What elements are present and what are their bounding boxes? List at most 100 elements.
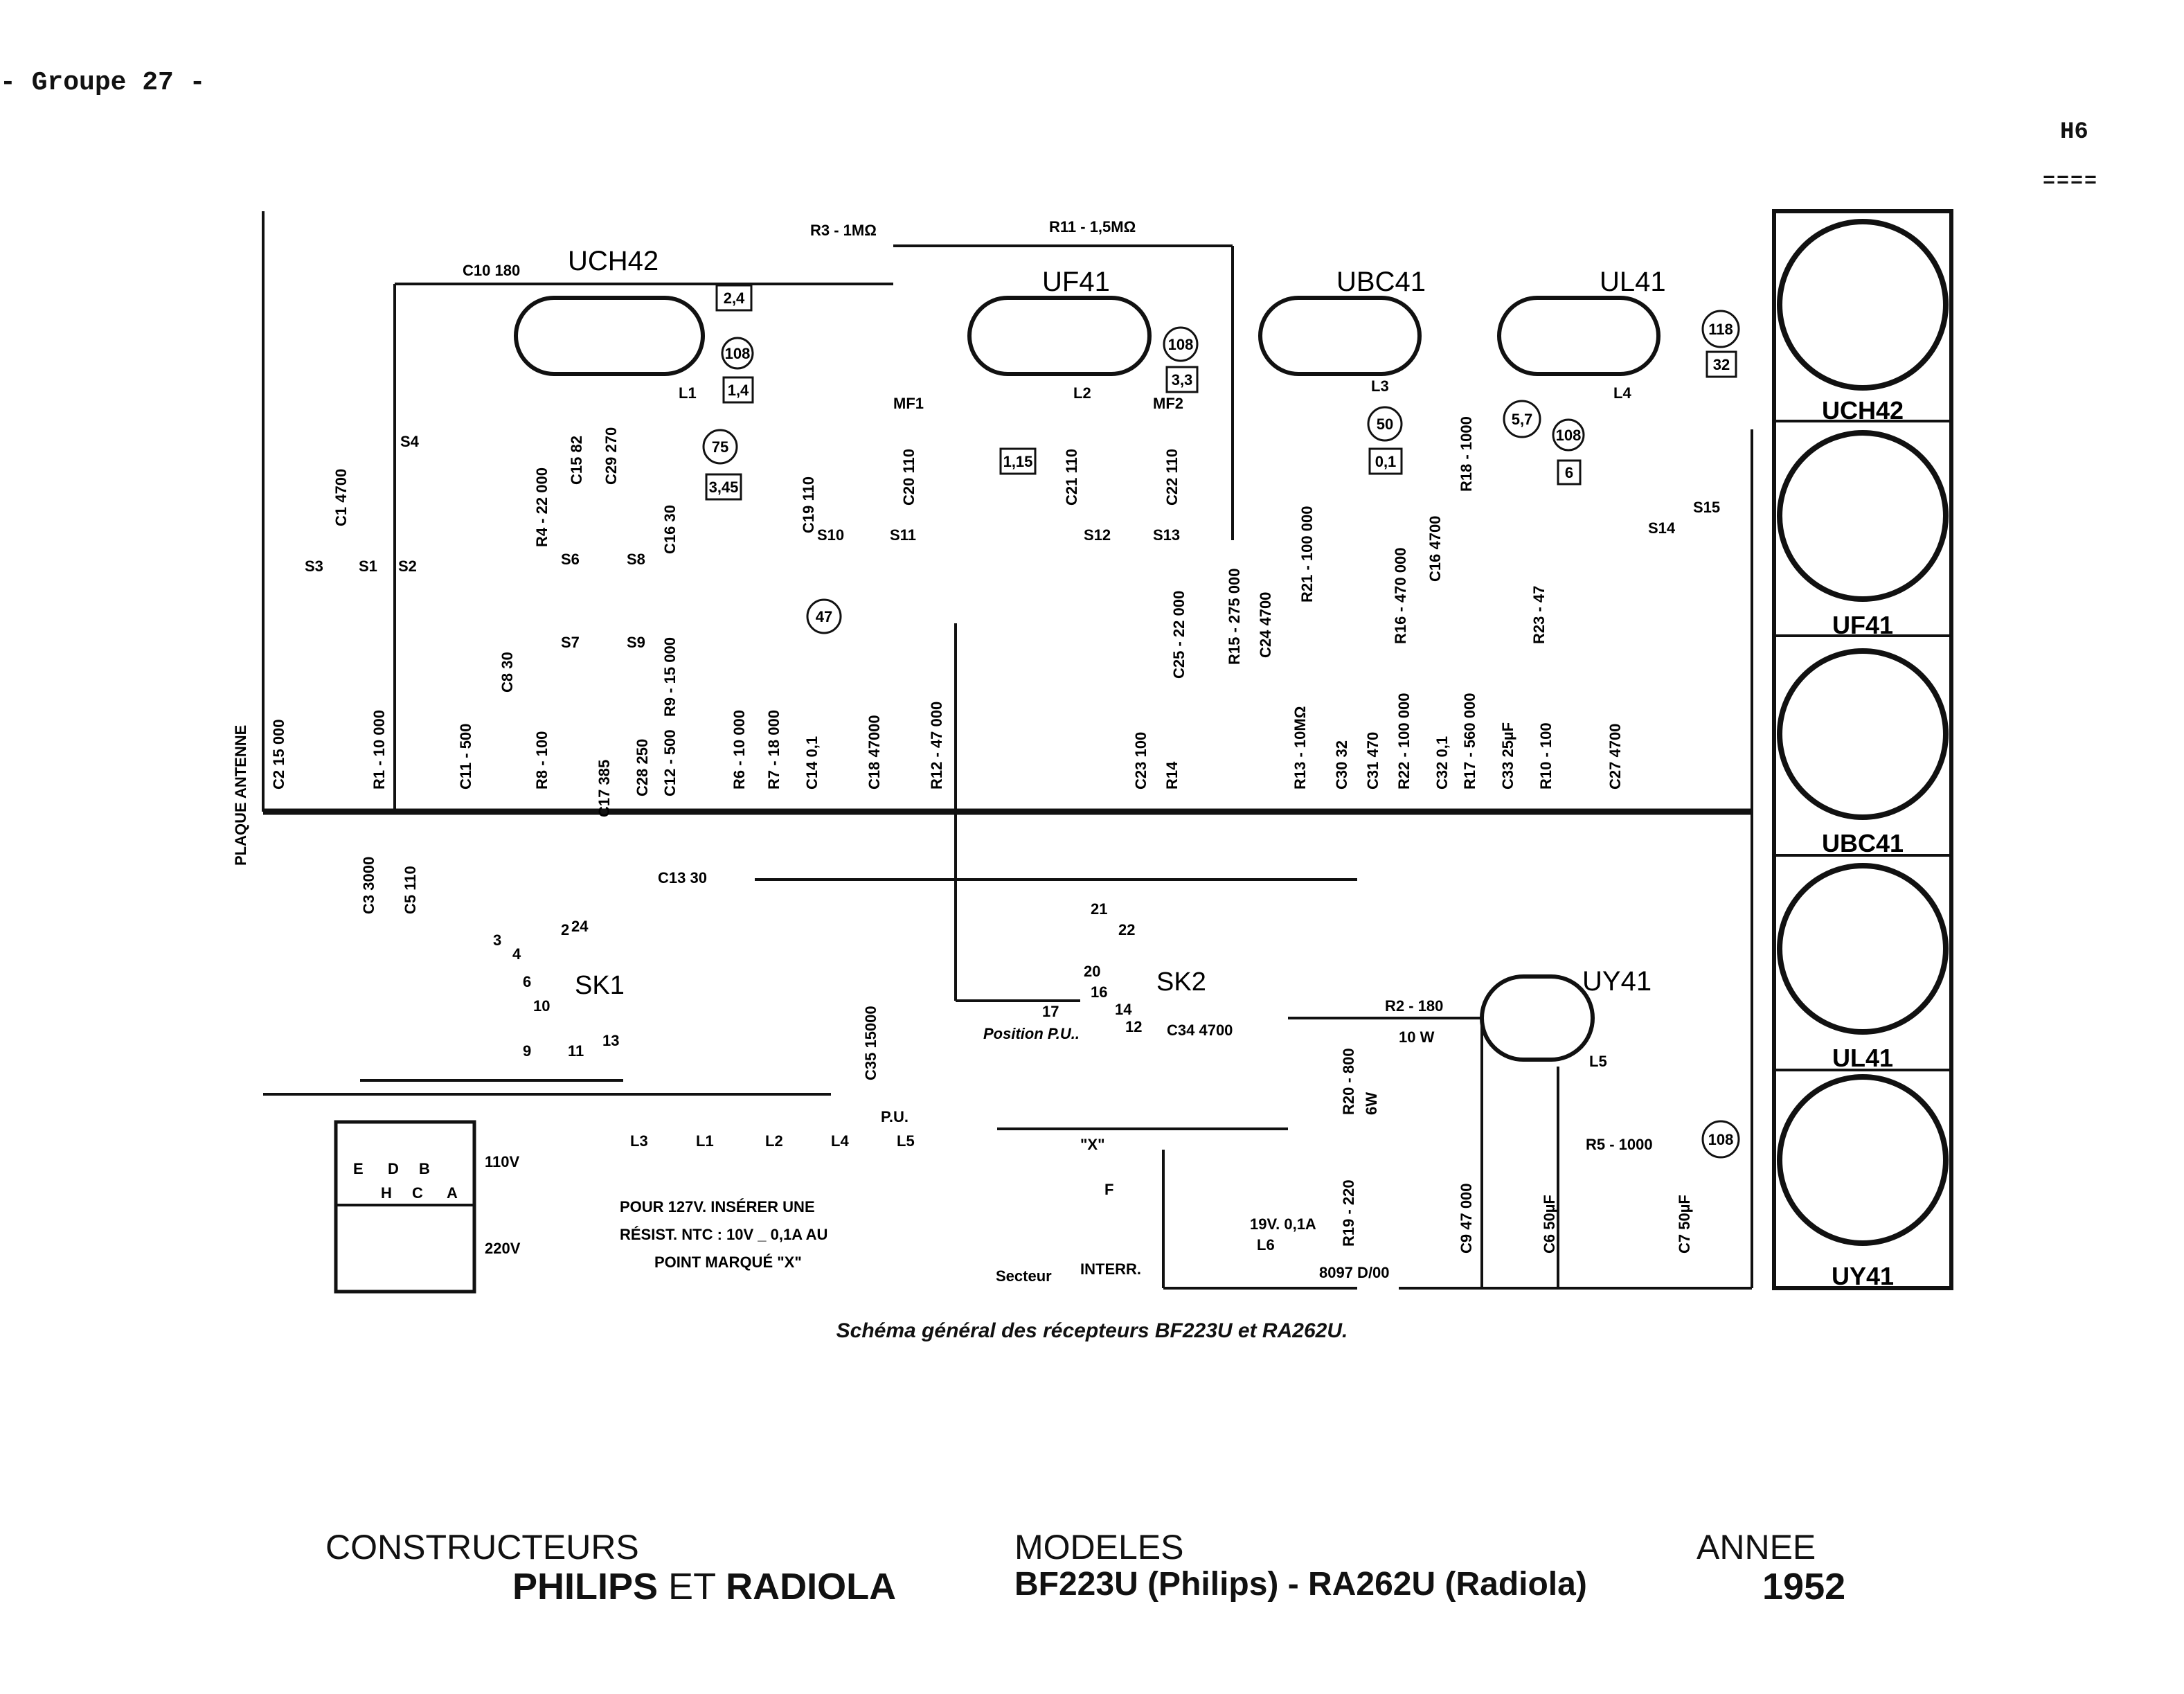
coil-s4: S4 <box>400 433 420 450</box>
switch-contact: 2 <box>561 921 569 938</box>
switch-contact: 10 <box>533 997 550 1015</box>
capacitor-c32: C32 0,1 <box>1433 736 1451 790</box>
coil-s12: S12 <box>1084 526 1111 544</box>
lamp-ref-label: 8097 D/00 <box>1319 1264 1390 1281</box>
voltage-marker: 3,3 <box>1172 371 1193 389</box>
switch-contact: 6 <box>523 973 531 990</box>
x-point-label: "X" <box>1080 1136 1105 1153</box>
voltage-selector-box <box>334 1120 476 1294</box>
coil-s14: S14 <box>1648 519 1676 537</box>
switch-contact: 3 <box>493 931 501 949</box>
pinout-label-uf41: UF41 <box>1832 611 1893 639</box>
diagram-caption: Schéma général des récepteurs BF223U et … <box>836 1319 1348 1342</box>
tube-uf41 <box>967 296 1152 376</box>
capacitor-c14: C14 0,1 <box>803 736 821 790</box>
voltage-marker: 108 <box>1556 427 1582 444</box>
pinout-label-uy41: UY41 <box>1832 1262 1894 1290</box>
capacitor-c35: C35 15000 <box>862 1006 879 1080</box>
capacitor-c22: C22 110 <box>1163 449 1181 506</box>
maker-philips: PHILIPS <box>512 1566 659 1607</box>
ntc-note-line: POINT MARQUÉ "X" <box>654 1254 802 1271</box>
capacitor-c28: C28 250 <box>634 739 651 796</box>
modeles-label: MODELES <box>1014 1528 1184 1567</box>
voltage-marker: 1,4 <box>728 382 749 399</box>
capacitor-c34: C34 4700 <box>1167 1022 1233 1039</box>
pinout-ubc41-socket-icon <box>1777 648 1949 820</box>
resistor-r10: R10 - 100 <box>1537 722 1555 790</box>
coil-l1: L1 <box>679 384 697 402</box>
voltage-marker: 108 <box>1168 336 1194 353</box>
capacitor-c11: C11 - 500 <box>457 724 474 790</box>
voltage-marker: 1,15 <box>1003 453 1033 470</box>
resistor-r12: R12 - 47 000 <box>928 702 945 790</box>
page-code: H6 <box>2060 119 2088 145</box>
capacitor-c6: C6 50µF <box>1541 1195 1558 1254</box>
capacitor-c1: C1 4700 <box>332 469 350 526</box>
voltage-220-label: 220V <box>485 1240 521 1257</box>
tube-label-ubc41: UBC41 <box>1336 267 1426 297</box>
switch-sk1: SK1 <box>575 971 625 1000</box>
capacitor-c17: C17 385 <box>596 760 613 817</box>
capacitor-c18: C18 47000 <box>866 715 883 790</box>
coil-mf1: MF1 <box>893 395 924 412</box>
ntc-note-line: RÉSIST. NTC : 10V _ 0,1A AU <box>620 1226 827 1243</box>
capacitor-c29: C29 270 <box>602 427 620 485</box>
switch-contact: 4 <box>512 945 521 963</box>
coil-s6: S6 <box>561 551 580 568</box>
annee-value: 1952 <box>1762 1566 1846 1607</box>
switch-sk2: SK2 <box>1156 968 1206 997</box>
tube-label-uch42: UCH42 <box>568 246 659 276</box>
mains-coil: L4 <box>831 1132 849 1150</box>
resistor-r18: R18 - 1000 <box>1458 416 1475 492</box>
capacitor-c31: C31 470 <box>1364 732 1381 790</box>
tube-label-uf41: UF41 <box>1042 267 1110 297</box>
coil-l4: L4 <box>1613 384 1631 402</box>
voltage-marker: 50 <box>1377 416 1393 433</box>
coil-s11: S11 <box>890 526 916 544</box>
coil-s2: S2 <box>398 558 417 575</box>
switch-contact: 11 <box>568 1042 584 1060</box>
coil-s10: S10 <box>817 526 844 544</box>
switch-contact: 17 <box>1042 1003 1059 1020</box>
capacitor-c27: C27 4700 <box>1606 724 1624 790</box>
capacitor-c16a: C16 30 <box>661 505 679 554</box>
capacitor-c8: C8 30 <box>499 652 516 693</box>
position-pu-label: Position P.U.. <box>983 1025 1080 1042</box>
resistor-r4: R4 - 22 000 <box>533 467 551 547</box>
lamp-label: 19V. 0,1A <box>1250 1215 1316 1233</box>
resistor-r2: R2 - 180 <box>1385 997 1443 1015</box>
resistor-r19: R19 - 220 <box>1340 1179 1357 1247</box>
pinout-uch42-socket-icon <box>1777 219 1949 391</box>
capacitor-c20: C20 110 <box>900 449 918 506</box>
resistor-r11: R11 - 1,5MΩ <box>1049 218 1136 235</box>
mains-contact-label: D <box>388 1160 399 1177</box>
resistor-r3: R3 - 1MΩ <box>810 222 877 239</box>
pinout-uf41-socket-icon <box>1777 430 1949 602</box>
capacitor-c16b: C16 4700 <box>1426 516 1444 582</box>
capacitor-c15: C15 82 <box>568 436 585 485</box>
tube-label-uy41: UY41 <box>1582 966 1652 997</box>
r2-power-label: 10 W <box>1399 1028 1435 1046</box>
coil-s13: S13 <box>1153 526 1180 544</box>
mains-contact-label: E <box>353 1160 364 1177</box>
capacitor-c13: C13 30 <box>658 869 707 886</box>
pinout-uy41-socket-icon <box>1777 1074 1949 1246</box>
voltage-marker: 108 <box>725 345 751 362</box>
switch-contact: 24 <box>571 918 589 935</box>
mains-contact-label: B <box>419 1160 430 1177</box>
capacitor-c5: C5 110 <box>402 866 419 914</box>
constructeurs-value: PHILIPS ET RADIOLA <box>512 1565 896 1608</box>
voltage-marker: 75 <box>712 438 728 456</box>
annee-label: ANNEE <box>1697 1528 1816 1567</box>
capacitor-c33: C33 25µF <box>1499 722 1516 790</box>
switch-contact: 21 <box>1091 900 1107 918</box>
resistor-r21: R21 - 100 000 <box>1298 506 1316 603</box>
capacitor-c3: C3 3000 <box>360 857 377 914</box>
capacitor-c24: C24 4700 <box>1257 592 1274 658</box>
coil-s8: S8 <box>627 551 645 568</box>
voltage-marker: 6 <box>1565 464 1573 481</box>
voltage-marker: 47 <box>816 608 832 625</box>
tube-uch42 <box>514 296 705 376</box>
coil-l6: L6 <box>1257 1236 1275 1254</box>
